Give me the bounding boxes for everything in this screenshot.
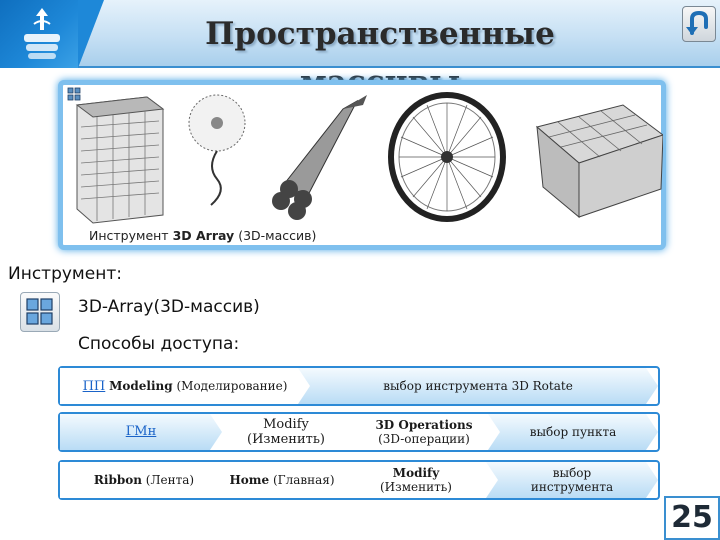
building-example xyxy=(75,96,165,224)
row3-step-modify[interactable]: Modify (Изменить) xyxy=(336,462,496,498)
row1-action: выбор инструмента 3D Rotate xyxy=(298,368,658,404)
row2-step-modify[interactable]: Modify (Изменить) xyxy=(212,414,360,450)
header-logo-area xyxy=(0,0,104,68)
row2-step-3d-operations[interactable]: 3D Operations (3D-операции) xyxy=(350,414,498,450)
caption-suffix: (3D-массив) xyxy=(238,228,317,243)
row3-action-line2: инструмента xyxy=(530,480,614,494)
row2-action: выбор пункта xyxy=(488,414,658,450)
3d-array-icon xyxy=(26,298,53,325)
access-row-ribbon: Ribbon (Лента) Home (Главная) Modify (Из… xyxy=(58,460,660,500)
access-row-menu: ПП Modeling (Моделирование) выбор инстру… xyxy=(58,366,660,406)
row1-step-menu[interactable]: ПП Modeling (Моделирование) xyxy=(60,368,310,404)
back-button[interactable] xyxy=(682,6,716,42)
row1-item-rest: (Моделирование) xyxy=(176,378,288,393)
row3-step-ribbon[interactable]: Ribbon (Лента) xyxy=(60,462,228,498)
tool-name: 3D-Array(3D-массив) xyxy=(78,297,260,317)
row3-step1-rest: (Лента) xyxy=(145,473,195,487)
row2-step-menu[interactable]: ГМн xyxy=(60,414,222,450)
header-bar: Пространственные массивы xyxy=(0,0,720,100)
row3-step3-bold: Modify xyxy=(392,466,440,480)
array-examples-image xyxy=(75,92,663,224)
row2-step1-line2: (Изменить) xyxy=(247,432,325,447)
examples-figure: Инструмент 3D Array (3D-массив) xyxy=(58,80,666,250)
row1-link[interactable]: ПП xyxy=(82,378,106,394)
row3-step1-bold: Ribbon xyxy=(93,473,142,487)
row2-step1-line1: Modify xyxy=(263,417,309,432)
back-arrow-icon xyxy=(686,10,708,35)
wheel-example xyxy=(388,92,506,222)
row3-action: выбор инструмента xyxy=(486,462,658,498)
row2-action-text: выбор пункта xyxy=(529,425,617,439)
row1-item: Modeling xyxy=(109,378,173,393)
page-title: Пространственные массивы xyxy=(205,16,555,100)
row3-step3-rest: (Изменить) xyxy=(380,480,452,494)
logo-icon xyxy=(24,8,60,59)
figure-caption: Инструмент 3D Array (3D-массив) xyxy=(89,227,316,245)
3d-array-tool-button[interactable] xyxy=(20,292,60,332)
row3-step2-bold: Home xyxy=(229,473,270,487)
caption-prefix: Инструмент xyxy=(89,228,169,243)
dandelion-example xyxy=(188,94,246,206)
page-number: 25 xyxy=(664,496,720,540)
row2-link[interactable]: ГМн xyxy=(125,424,157,439)
row1-action-text: выбор инструмента 3D Rotate xyxy=(383,379,573,393)
rocket-example xyxy=(272,95,367,220)
row3-step-home[interactable]: Home (Главная) xyxy=(218,462,346,498)
row3-step2-rest: (Главная) xyxy=(272,473,335,487)
access-label: Способы доступа: xyxy=(78,334,240,354)
tool-label: Инструмент: xyxy=(8,264,122,284)
row2-step2-bold: 3D Operations xyxy=(375,418,473,432)
row2-step2-rest: (3D-операции) xyxy=(378,432,470,446)
caption-tool: 3D Array xyxy=(172,228,235,243)
3d-array-icon xyxy=(67,87,81,101)
crate-example xyxy=(535,104,663,219)
access-row-dropdown: ГМн Modify (Изменить) 3D Operations (3D-… xyxy=(58,412,660,452)
row3-action-line1: выбор xyxy=(552,466,592,480)
